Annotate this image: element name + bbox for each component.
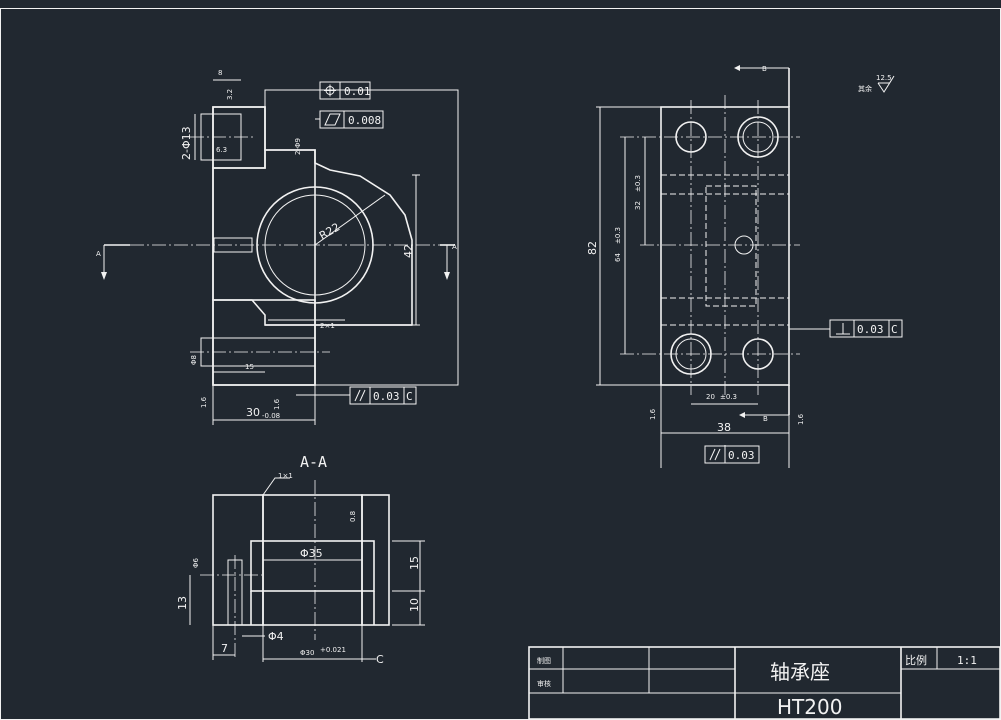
roughness-6-3: 6.3 xyxy=(216,146,227,154)
dim-30-tol: -0.08 xyxy=(262,412,280,420)
dim-64-tol: ±0.3 xyxy=(614,227,622,244)
dim-d8: Φ8 xyxy=(190,355,198,365)
sheet-border xyxy=(0,8,1001,720)
scale-label: 比例 xyxy=(905,653,927,667)
dim-h13: 13 xyxy=(176,596,189,610)
gdt-perpendicular: 0.03 C xyxy=(829,319,903,338)
dim-h15: 15 xyxy=(408,556,421,570)
tol-position-value: 0.01 xyxy=(344,85,371,98)
dim-w7: 7 xyxy=(221,642,228,655)
dim-42: 42 xyxy=(402,244,415,258)
roughness-side-right: 1.6 xyxy=(797,413,805,425)
dim-32-tol: ±0.3 xyxy=(634,175,642,192)
section-marker-right: A xyxy=(452,243,457,251)
dim-d35: Φ35 xyxy=(300,547,323,560)
dim-8: 8 xyxy=(218,69,222,77)
dim-d30-tol: +0.021 xyxy=(320,646,346,654)
dim-20: 20 xyxy=(706,393,715,401)
dim-30: 30 xyxy=(246,406,260,419)
tol-datum-right: C xyxy=(891,323,898,336)
dim-d4: Φ4 xyxy=(268,630,284,643)
rest-label: 其余 xyxy=(858,84,872,93)
dim-38: 38 xyxy=(717,421,731,434)
roughness-12-5: 12.5 xyxy=(876,74,892,82)
drawn-by-label: 制图 xyxy=(537,656,551,665)
tol-flatness-value: 0.008 xyxy=(348,114,381,127)
tol-perpendicular-value: 0.03 xyxy=(857,323,884,336)
dim-2-d9: 2-Φ9 xyxy=(294,138,302,155)
dim-82: 82 xyxy=(586,241,599,255)
dim-r22: R22 xyxy=(317,221,342,243)
scale-value: 1:1 xyxy=(957,654,977,667)
tol-parallel-bottom-value: 0.03 xyxy=(728,449,755,462)
roughness-1-6-mid: 1.6 xyxy=(273,398,281,410)
material: HT200 xyxy=(777,695,842,719)
gdt-position: 0.01 xyxy=(319,81,371,100)
dim-2-d13: 2-Φ13 xyxy=(180,126,193,160)
view-marker-top: B xyxy=(762,65,767,73)
front-view: A A 42 R22 2×1 2-Φ13 2-Φ9 8 3.2 6.3 Φ8 1… xyxy=(96,69,459,425)
section-aa: A-A Φ35 15 10 13 Φ6 7 Φ4 Φ30 +0.021 C xyxy=(176,453,425,666)
section-title: A-A xyxy=(300,453,327,471)
gdt-parallel-left: 0.03 C xyxy=(349,386,417,405)
section-marker-left: A xyxy=(96,250,101,258)
roughness-3-2: 3.2 xyxy=(226,89,234,100)
gdt-parallel-bottom: 0.03 xyxy=(704,445,760,464)
title-block: 制图 审核 轴承座 HT200 比例 1:1 xyxy=(528,646,1001,720)
side-view: B B 82 64 ±0.3 32 ±0.3 20 ±0.3 38 1.6 1.… xyxy=(586,65,895,468)
part-name: 轴承座 xyxy=(770,660,830,684)
dim-chamfer-top: 1×1 xyxy=(278,472,293,480)
roughness-1-6-left: 1.6 xyxy=(200,396,208,408)
dim-32: 32 xyxy=(634,201,642,210)
checked-by-label: 审核 xyxy=(537,679,551,688)
tol-parallel-left-value: 0.03 xyxy=(373,390,400,403)
dim-chamfer: 2×1 xyxy=(320,322,335,330)
roughness-0-8: 0.8 xyxy=(349,511,357,522)
dim-64: 64 xyxy=(614,253,622,262)
dim-15: 15 xyxy=(245,363,254,371)
gdt-flatness: 0.008 xyxy=(319,110,384,129)
datum-c-symbol: C xyxy=(376,653,384,666)
view-marker-bottom: B xyxy=(763,415,768,423)
tol-datum-left: C xyxy=(406,390,413,403)
roughness-side-left: 1.6 xyxy=(649,408,657,420)
dim-20-tol: ±0.3 xyxy=(720,393,737,401)
dim-d30: Φ30 xyxy=(300,649,314,657)
dim-d6: Φ6 xyxy=(192,557,200,568)
dim-h10: 10 xyxy=(408,598,421,612)
